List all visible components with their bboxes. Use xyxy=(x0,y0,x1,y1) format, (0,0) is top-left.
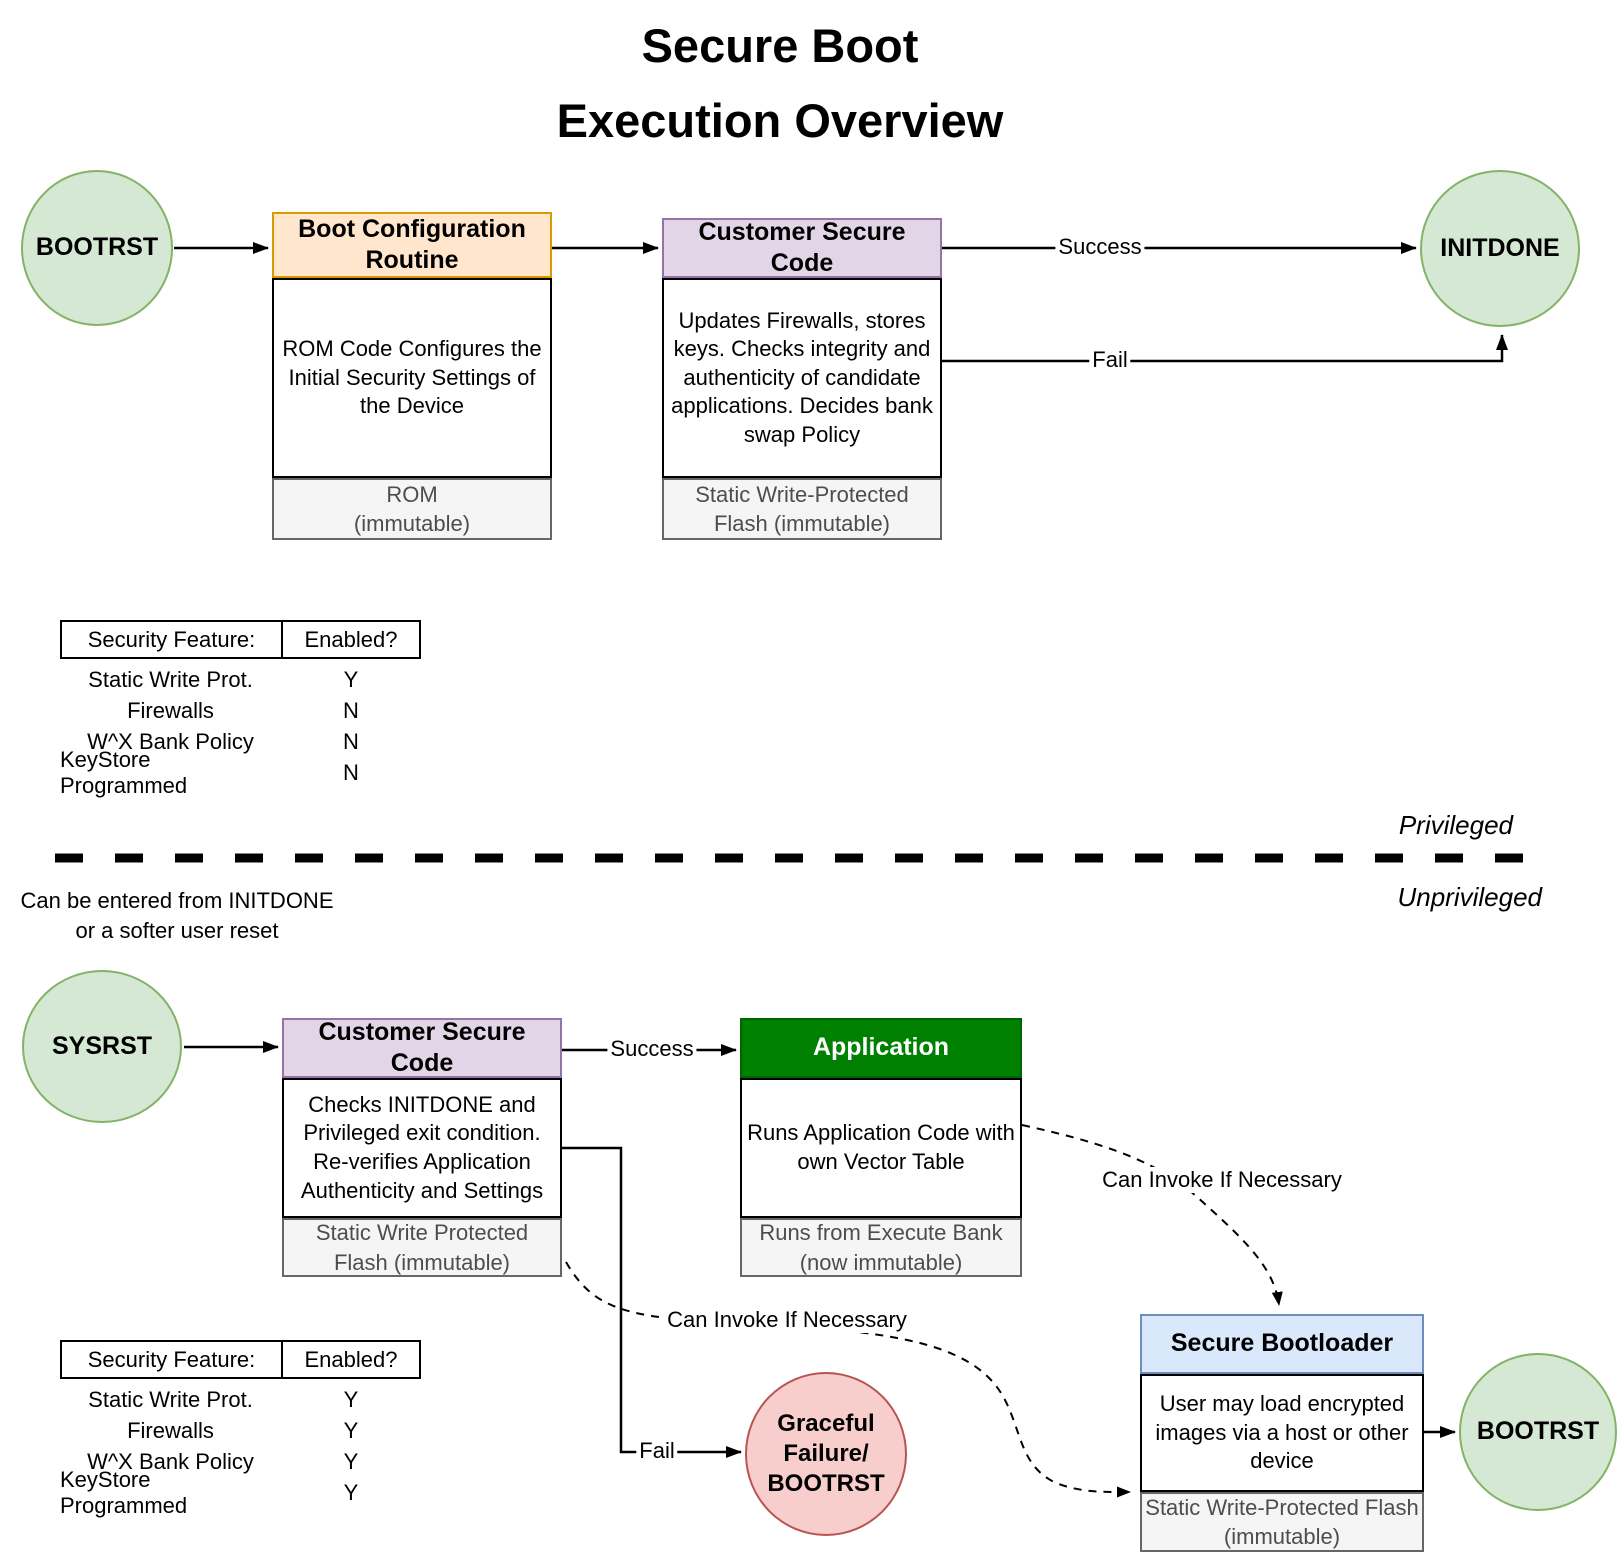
zone-label-privileged: Privileged xyxy=(1398,810,1513,840)
table-row: W^X Bank Policy N xyxy=(60,726,421,757)
arrow-fail-to-initdone xyxy=(942,334,1508,363)
box-body: ROM Code Configures the Initial Security… xyxy=(272,278,552,478)
box-footer: Static Write-Protected Flash (immutable) xyxy=(662,478,942,540)
box-customer-secure-code-top: Customer Secure Code Updates Firewalls, … xyxy=(662,218,942,540)
feature-enabled: Y xyxy=(343,666,359,692)
state-bootrst-top: BOOTRST xyxy=(21,170,173,326)
edge-label-can-invoke-right: Can Invoke If Necessary xyxy=(1099,1167,1345,1193)
box-body: Runs Application Code with own Vector Ta… xyxy=(740,1078,1022,1218)
sysrst-entry-note: Can be entered from INITDONE or a softer… xyxy=(20,888,334,943)
feature-enabled: N xyxy=(343,728,359,754)
feature-enabled: Y xyxy=(343,1448,359,1474)
feature-name: Firewalls xyxy=(127,697,214,723)
edge-label-fail-bottom: Fail xyxy=(636,1438,678,1464)
table-row: Firewalls N xyxy=(60,695,421,726)
security-table-rows: Static Write Prot. Y Firewalls N W^X Ban… xyxy=(60,664,421,798)
feature-enabled: N xyxy=(343,759,359,785)
security-table-header: Security Feature: Enabled? xyxy=(60,1340,421,1379)
feature-name: Static Write Prot. xyxy=(88,666,253,692)
dashed-arrow-application-to-bootloader xyxy=(1021,1124,1283,1306)
table-row: Static Write Prot. Y xyxy=(60,1384,421,1415)
page-title-line2: Execution Overview xyxy=(556,94,1004,148)
edge-label-can-invoke-left: Can Invoke If Necessary xyxy=(664,1307,910,1333)
state-sysrst: SYSRST xyxy=(22,970,182,1123)
column-header-feature: Security Feature: xyxy=(62,1342,283,1377)
box-footer: ROM (immutable) xyxy=(272,478,552,540)
column-header-feature: Security Feature: xyxy=(62,622,283,657)
box-footer: Static Write-Protected Flash (immutable) xyxy=(1140,1492,1424,1552)
box-title: Customer Secure Code xyxy=(282,1018,562,1078)
box-title: Application xyxy=(740,1018,1022,1078)
feature-name: KeyStore Programmed xyxy=(60,746,188,798)
table-row: KeyStore Programmed N xyxy=(60,746,421,798)
zone-label-unprivileged: Unprivileged xyxy=(1397,882,1542,912)
feature-enabled: Y xyxy=(343,1386,359,1412)
box-application: Application Runs Application Code with o… xyxy=(740,1018,1022,1277)
edge-label-success-top: Success xyxy=(1055,234,1145,260)
column-header-enabled: Enabled? xyxy=(304,1346,398,1372)
box-title: Customer Secure Code xyxy=(662,218,942,278)
feature-name: W^X Bank Policy xyxy=(87,1448,254,1474)
edge-label-success-bottom: Success xyxy=(607,1036,697,1062)
security-table-unprivileged: Security Feature: Enabled? Static Write … xyxy=(60,1340,421,1518)
feature-name: KeyStore Programmed xyxy=(60,1466,188,1518)
box-body: User may load encrypted images via a hos… xyxy=(1140,1374,1424,1492)
edge-label-fail-top: Fail xyxy=(1089,347,1131,373)
state-initdone: INITDONE xyxy=(1420,170,1580,327)
feature-name: W^X Bank Policy xyxy=(87,728,254,754)
feature-enabled: N xyxy=(343,697,359,723)
box-boot-configuration-routine: Boot Configuration Routine ROM Code Conf… xyxy=(272,212,552,540)
table-row: Firewalls Y xyxy=(60,1415,421,1446)
box-footer: Runs from Execute Bank (now immutable) xyxy=(740,1218,1022,1277)
state-bootrst-bottom: BOOTRST xyxy=(1459,1353,1617,1511)
box-secure-bootloader: Secure Bootloader User may load encrypte… xyxy=(1140,1314,1424,1552)
box-body: Updates Firewalls, stores keys. Checks i… xyxy=(662,278,942,478)
feature-name: Firewalls xyxy=(127,1417,214,1443)
box-footer: Static Write Protected Flash (immutable) xyxy=(282,1218,562,1277)
state-graceful-failure: Graceful Failure/ BOOTRST xyxy=(745,1372,907,1536)
security-table-header: Security Feature: Enabled? xyxy=(60,620,421,659)
table-row: Static Write Prot. Y xyxy=(60,664,421,695)
table-row: KeyStore Programmed Y xyxy=(60,1466,421,1518)
box-title: Boot Configuration Routine xyxy=(272,212,552,278)
column-header-enabled: Enabled? xyxy=(304,626,398,652)
box-body: Checks INITDONE and Privileged exit cond… xyxy=(282,1078,562,1218)
arrow-fail-to-graceful-failure xyxy=(562,1146,742,1458)
feature-enabled: Y xyxy=(343,1417,359,1443)
page-title: Secure Boot Execution Overview xyxy=(330,8,1230,158)
page-title-line1: Secure Boot xyxy=(641,19,919,72)
feature-enabled: Y xyxy=(343,1479,359,1505)
feature-name: Static Write Prot. xyxy=(88,1386,253,1412)
security-table-privileged: Security Feature: Enabled? Static Write … xyxy=(60,620,421,798)
security-table-rows: Static Write Prot. Y Firewalls Y W^X Ban… xyxy=(60,1384,421,1518)
table-row: W^X Bank Policy Y xyxy=(60,1446,421,1477)
box-title: Secure Bootloader xyxy=(1140,1314,1424,1374)
box-customer-secure-code-bottom: Customer Secure Code Checks INITDONE and… xyxy=(282,1018,562,1277)
